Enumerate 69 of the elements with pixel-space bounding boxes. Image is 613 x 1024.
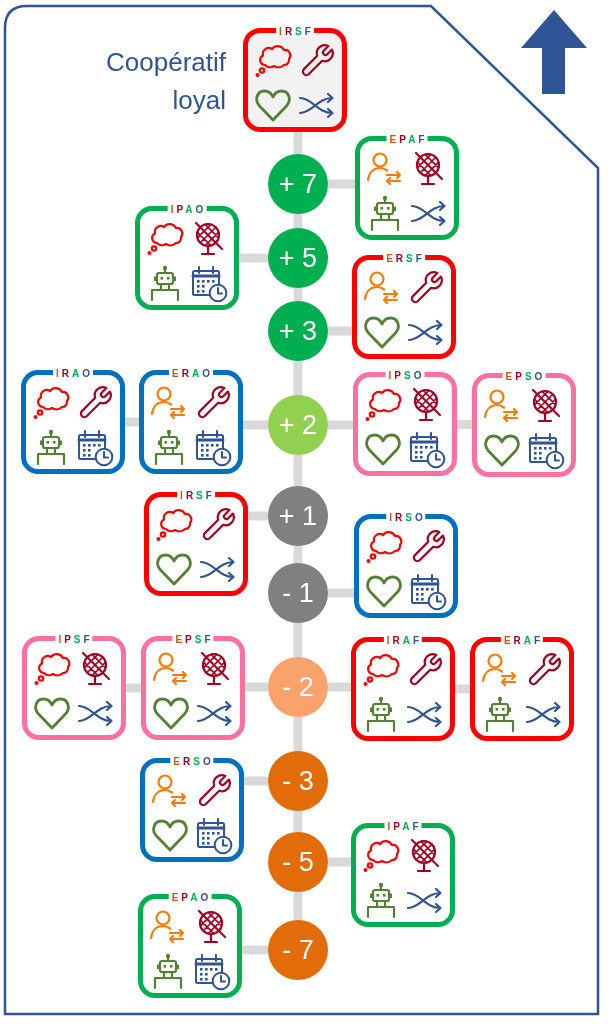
- type-code: ERAF: [500, 635, 544, 646]
- profile-card: [144, 492, 248, 596]
- score-number: - 5: [282, 847, 314, 877]
- score-circle: [268, 920, 328, 980]
- connector-line: [293, 288, 303, 301]
- score-circle: [268, 154, 328, 214]
- profile-card: [141, 636, 245, 740]
- connector-line: [242, 945, 268, 955]
- connector-line: [293, 717, 303, 751]
- profile-card: [21, 370, 125, 474]
- type-code: ERAO: [169, 368, 213, 379]
- connector-line: [328, 326, 352, 336]
- type-code: IRSO: [386, 512, 426, 523]
- connector-line: [328, 420, 353, 430]
- connector-line: [125, 417, 139, 427]
- connector-line: [328, 682, 351, 692]
- type-code: ERSO: [170, 756, 214, 767]
- connector-line: [328, 179, 355, 189]
- connector-line: [457, 420, 472, 429]
- score-number: - 3: [282, 766, 314, 796]
- score-number: + 3: [278, 316, 318, 346]
- profile-card: [352, 255, 456, 359]
- connector-line: [293, 455, 303, 486]
- profile-card: [135, 206, 239, 310]
- profile-card: [140, 758, 244, 862]
- score-number: + 7: [278, 169, 318, 199]
- card-caption: Coopératif loyal: [106, 46, 226, 117]
- profile-card: [472, 373, 576, 477]
- score-number: - 2: [282, 672, 314, 702]
- connector-line: [126, 683, 141, 693]
- score-number: + 5: [278, 243, 318, 273]
- score-number: + 2: [278, 410, 318, 440]
- connector-line: [328, 588, 354, 598]
- connector-line: [293, 892, 303, 920]
- connector-line: [293, 623, 303, 657]
- score-number: - 7: [282, 935, 314, 965]
- score-circle: [268, 751, 328, 811]
- connector-line: [293, 214, 303, 228]
- connector-line: [293, 132, 303, 154]
- type-code: ERSF: [383, 253, 425, 264]
- profile-card: [138, 894, 242, 998]
- profile-card: [354, 514, 458, 618]
- score-number: + 1: [278, 501, 318, 531]
- connector-line: [239, 253, 268, 263]
- score-circle: [268, 486, 328, 546]
- score-circle: [268, 301, 328, 361]
- connector-line: [244, 776, 268, 786]
- profile-card: [470, 637, 574, 741]
- connector-line: [455, 684, 470, 694]
- connector-line: [293, 546, 303, 563]
- score-circle: [268, 657, 328, 717]
- profile-card: [355, 136, 459, 240]
- connector-line: [328, 857, 351, 867]
- score-number: - 1: [282, 578, 314, 608]
- connector-line: [245, 682, 268, 692]
- score-circle: [268, 228, 328, 288]
- profile-card: [353, 372, 457, 476]
- profile-card: [243, 28, 347, 132]
- connector-line: [293, 811, 303, 832]
- score-circle: [268, 563, 328, 623]
- score-circle: [268, 832, 328, 892]
- profile-card: [22, 636, 126, 740]
- profile-card: [351, 823, 455, 927]
- connector-line: [248, 511, 268, 521]
- profile-card: [351, 637, 455, 741]
- connector-line: [293, 361, 303, 395]
- profile-card: [139, 370, 243, 474]
- score-circle: [268, 395, 328, 455]
- connector-line: [243, 420, 268, 430]
